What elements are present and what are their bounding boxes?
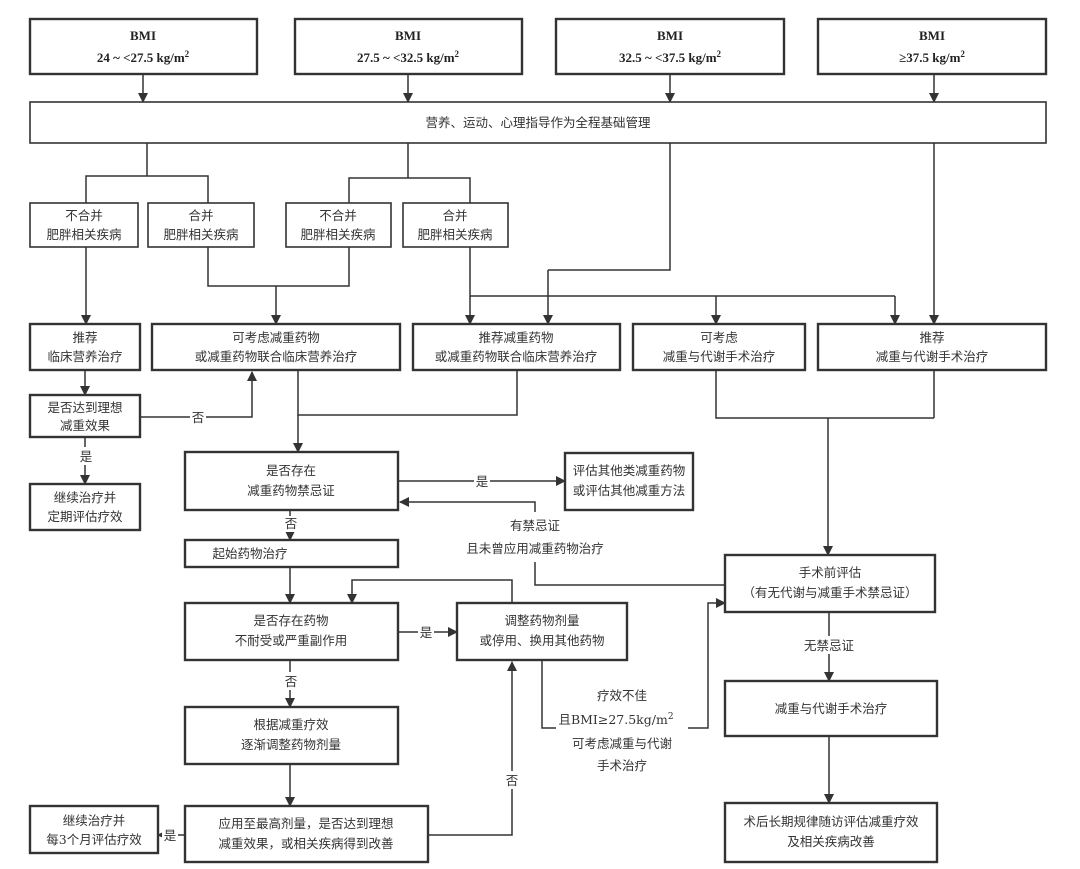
no-comorbidity-box-1: 不合并 肥胖相关疾病 (29, 202, 139, 248)
bmi-box-4: BMI ≥37.5 kg/m2 (816, 17, 1048, 76)
svg-text:可考虑: 可考虑 (700, 330, 738, 345)
svg-text:BMI: BMI (919, 28, 945, 43)
label-consider-surgery: 可考虑减重与代谢 (572, 736, 672, 751)
svg-text:BMI: BMI (395, 28, 421, 43)
svg-text:手术前评估: 手术前评估 (799, 565, 862, 580)
label-yes: 是 (476, 474, 489, 489)
svg-text:可考虑减重药物: 可考虑减重药物 (232, 330, 320, 345)
connectors (80, 74, 939, 840)
svg-text:继续治疗并: 继续治疗并 (54, 490, 117, 505)
svg-text:每3个月评估疗效: 每3个月评估疗效 (46, 832, 142, 847)
label-bmi-threshold: 且BMI≥27.5kg/m2 (558, 712, 673, 727)
svg-text:32.5 ~ <37.5 kg/m2: 32.5 ~ <37.5 kg/m2 (619, 49, 722, 65)
consider-drug-box: 可考虑减重药物 或减重药物联合临床营养治疗 (150, 322, 402, 372)
svg-text:27.5 ~ <32.5 kg/m2: 27.5 ~ <32.5 kg/m2 (357, 49, 460, 65)
svg-text:临床营养治疗: 临床营养治疗 (47, 349, 122, 364)
svg-text:及相关疾病改善: 及相关疾病改善 (787, 834, 875, 849)
intolerance-decision-box: 是否存在药物 不耐受或严重副作用 (183, 601, 400, 662)
recommend-drug-box: 推荐减重药物 或减重药物联合临床营养治疗 (411, 322, 622, 372)
svg-text:减重药物禁忌证: 减重药物禁忌证 (247, 483, 335, 498)
svg-text:评估其他类减重药物: 评估其他类减重药物 (573, 463, 686, 478)
titrate-dose-box: 根据减重疗效 逐渐调整药物剂量 (183, 705, 400, 766)
svg-text:减重与代谢手术治疗: 减重与代谢手术治疗 (876, 349, 989, 364)
recommend-nutrition-box: 推荐 临床营养治疗 (28, 322, 142, 372)
foundation-management-box: 营养、运动、心理指导作为全程基础管理 (29, 101, 1047, 144)
svg-text:或减重药物联合临床营养治疗: 或减重药物联合临床营养治疗 (195, 349, 358, 364)
svg-text:减重与代谢手术治疗: 减重与代谢手术治疗 (775, 701, 888, 716)
svg-text:≥37.5 kg/m2: ≥37.5 kg/m2 (899, 49, 965, 65)
svg-text:是否存在药物: 是否存在药物 (253, 613, 328, 628)
svg-text:合并: 合并 (442, 208, 467, 223)
comorbidity-box-1: 合并 肥胖相关疾病 (147, 202, 255, 248)
label-no-contraindication: 无禁忌证 (804, 638, 855, 653)
recommend-surgery-box: 推荐 减重与代谢手术治疗 (816, 322, 1048, 372)
svg-text:肥胖相关疾病: 肥胖相关疾病 (46, 227, 121, 242)
comorbidity-box-2: 合并 肥胖相关疾病 (402, 202, 509, 248)
pre-surgery-evaluation-box: 手术前评估 （有无代谢与减重手术禁忌证） (723, 553, 937, 614)
svg-text:合并: 合并 (188, 208, 213, 223)
svg-text:推荐减重药物: 推荐减重药物 (478, 330, 553, 345)
label-yes: 是 (164, 828, 177, 843)
postop-followup-box: 术后长期规律随访评估减重疗效 及相关疾病改善 (723, 801, 939, 864)
svg-text:术后长期规律随访评估减重疗效: 术后长期规律随访评估减重疗效 (743, 814, 919, 829)
svg-text:是否达到理想: 是否达到理想 (47, 400, 122, 415)
svg-text:肥胖相关疾病: 肥胖相关疾病 (417, 227, 492, 242)
svg-text:或评估其他减重方法: 或评估其他减重方法 (573, 483, 686, 498)
bmi-box-3: BMI 32.5 ~ <37.5 kg/m2 (554, 17, 786, 76)
svg-text:推荐: 推荐 (72, 330, 97, 345)
continue-3-month-box: 继续治疗并 每3个月评估疗效 (28, 804, 160, 855)
surgery-treatment-box: 减重与代谢手术治疗 (723, 679, 939, 738)
svg-text:肥胖相关疾病: 肥胖相关疾病 (300, 227, 375, 242)
svg-text:肥胖相关疾病: 肥胖相关疾病 (163, 227, 238, 242)
svg-text:营养、运动、心理指导作为全程基础管理: 营养、运动、心理指导作为全程基础管理 (425, 115, 651, 130)
svg-text:BMI: BMI (130, 28, 156, 43)
svg-text:（有无代谢与减重手术禁忌证）: （有无代谢与减重手术禁忌证） (742, 585, 917, 600)
reach-goal-decision-box: 是否达到理想 减重效果 (28, 393, 142, 439)
svg-text:是否存在: 是否存在 (266, 463, 316, 478)
svg-text:调整药物剂量: 调整药物剂量 (504, 613, 579, 628)
svg-text:继续治疗并: 继续治疗并 (63, 813, 126, 828)
label-no: 否 (285, 674, 298, 689)
svg-text:BMI: BMI (657, 28, 683, 43)
contraindication-decision-box: 是否存在 减重药物禁忌证 (183, 450, 400, 512)
label-contraindication: 有禁忌证 (510, 518, 561, 533)
bmi-box-2: BMI 27.5 ~ <32.5 kg/m2 (293, 17, 524, 76)
label-yes: 是 (80, 449, 93, 464)
svg-text:根据减重疗效: 根据减重疗效 (253, 717, 329, 732)
svg-text:24 ~ <27.5 kg/m2: 24 ~ <27.5 kg/m2 (97, 49, 190, 65)
evaluate-other-box: 评估其他类减重药物 或评估其他减重方法 (563, 451, 695, 512)
svg-text:或停用、换用其他药物: 或停用、换用其他药物 (479, 633, 604, 648)
label-no: 否 (192, 410, 205, 425)
edge-labels: 否 是 是 否 有禁忌证 且未曾应用减重药物治疗 是 否 否 是 疗效不佳 且B… (78, 408, 868, 844)
consider-surgery-box: 可考虑 减重与代谢手术治疗 (631, 322, 807, 372)
label-yes: 是 (420, 625, 433, 640)
svg-text:推荐: 推荐 (919, 330, 944, 345)
svg-text:定期评估疗效: 定期评估疗效 (47, 509, 123, 524)
svg-text:或减重药物联合临床营养治疗: 或减重药物联合临床营养治疗 (435, 349, 598, 364)
no-comorbidity-box-2: 不合并 肥胖相关疾病 (285, 202, 392, 248)
max-dose-decision-box: 应用至最高剂量，是否达到理想 减重效果，或相关疾病得到改善 (183, 804, 430, 864)
label-surgery-treatment: 手术治疗 (597, 758, 647, 773)
continue-treatment-box: 继续治疗并 定期评估疗效 (28, 482, 142, 532)
label-no: 否 (506, 773, 519, 788)
svg-text:应用至最高剂量，是否达到理想: 应用至最高剂量，是否达到理想 (218, 816, 393, 831)
svg-text:减重与代谢手术治疗: 减重与代谢手术治疗 (663, 349, 776, 364)
svg-text:不耐受或严重副作用: 不耐受或严重副作用 (235, 633, 348, 648)
svg-text:减重效果，或相关疾病得到改善: 减重效果，或相关疾病得到改善 (218, 836, 393, 851)
start-drug-box: 起始药物治疗 (183, 538, 400, 569)
svg-text:不合并: 不合并 (319, 208, 357, 223)
bmi-box-1: BMI 24 ~ <27.5 kg/m2 (28, 17, 259, 76)
svg-text:逐渐调整药物剂量: 逐渐调整药物剂量 (241, 737, 341, 752)
label-no: 否 (285, 516, 298, 531)
svg-text:起始药物治疗: 起始药物治疗 (212, 546, 287, 561)
label-poor-effect: 疗效不佳 (597, 688, 647, 703)
adjust-dose-box: 调整药物剂量 或停用、换用其他药物 (455, 601, 629, 662)
svg-text:不合并: 不合并 (65, 208, 103, 223)
svg-text:减重效果: 减重效果 (60, 418, 111, 433)
label-no-drug-before: 且未曾应用减重药物治疗 (466, 541, 604, 556)
